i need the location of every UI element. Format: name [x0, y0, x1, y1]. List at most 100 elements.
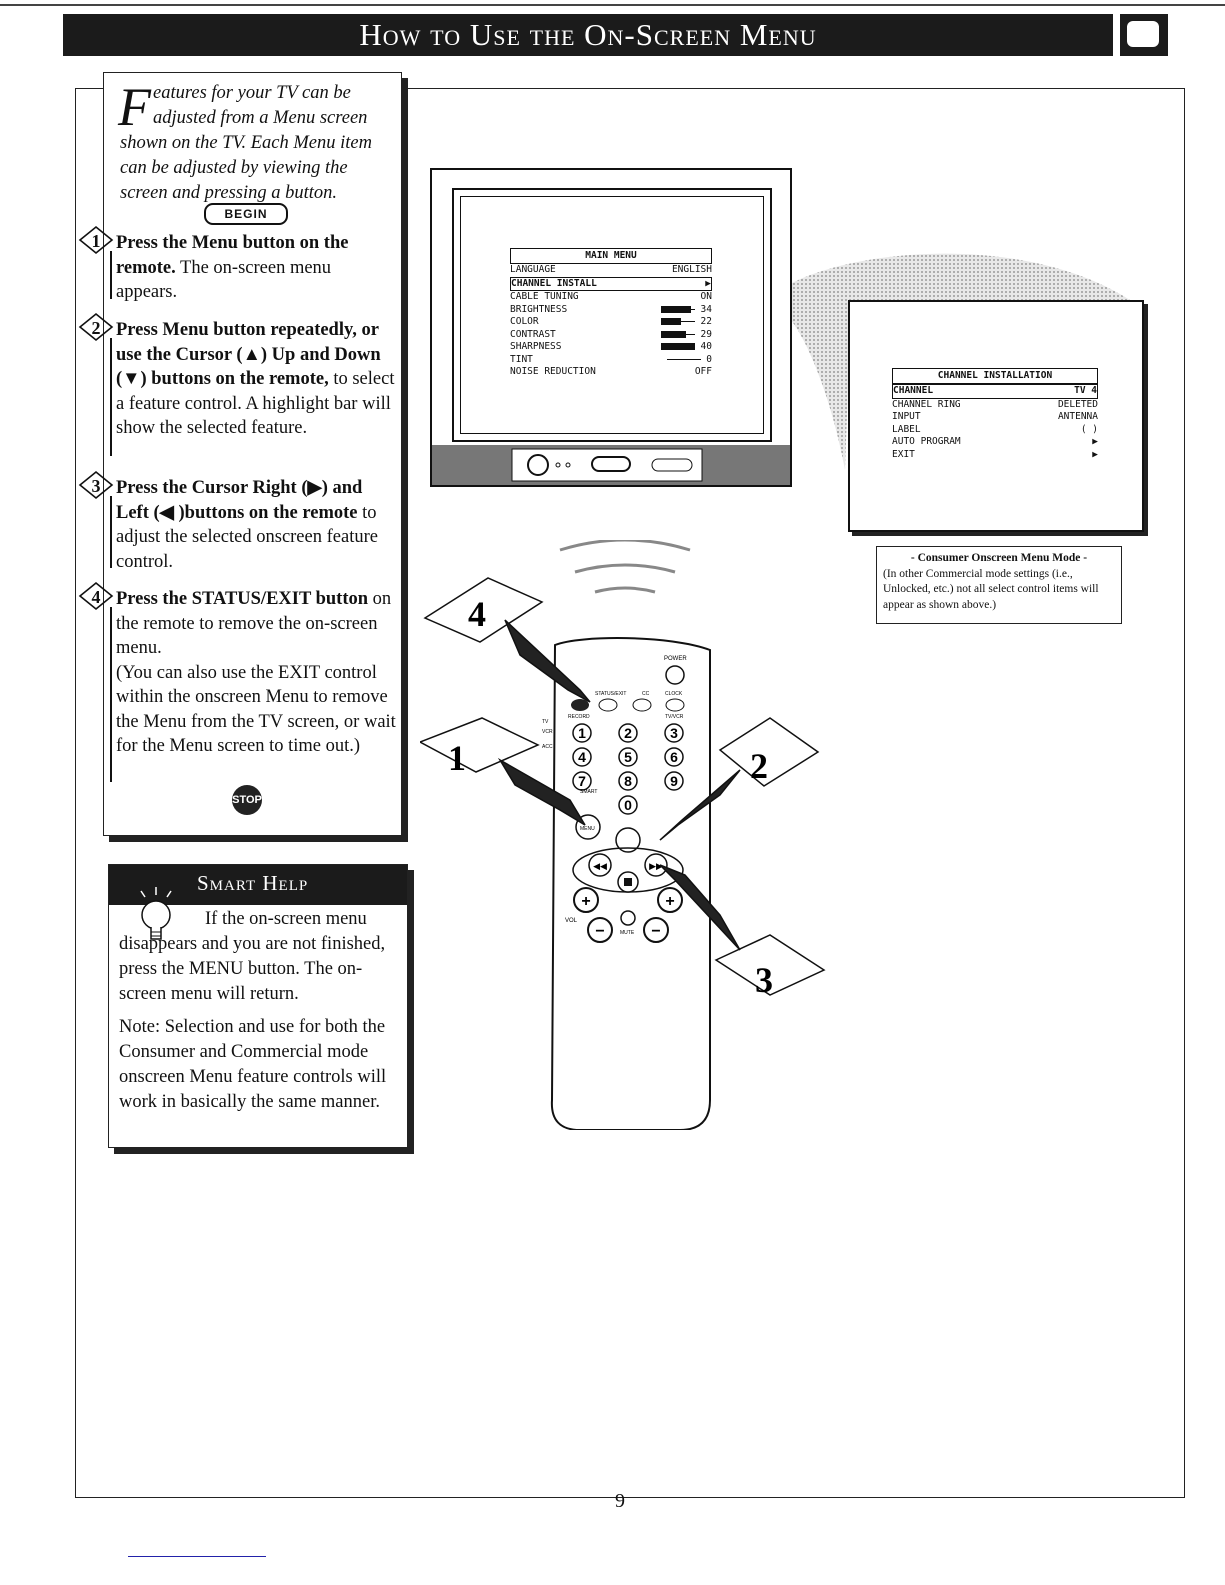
intro-paragraph: eatures for your TV can be adjusted from… — [120, 83, 372, 203]
step-1-text: The on-screen menu appears. — [116, 257, 332, 303]
begin-badge: BEGIN — [204, 203, 288, 225]
step-2-text: to select a feature control. A highlight… — [116, 369, 395, 438]
svg-text:2: 2 — [750, 746, 768, 786]
channel-menu-title: CHANNEL INSTALLATION — [892, 368, 1098, 384]
step-2-bold: Press Menu button repeatedly, or use the… — [116, 320, 381, 389]
page-title-bar: How to Use the On-Screen Menu — [63, 14, 1113, 56]
menu-row-contrast: CONTRAST 29 — [510, 328, 712, 340]
smart-help-note: Note: Selection and use for both the Con… — [119, 1017, 387, 1112]
pointing-hand-icon — [504, 619, 591, 703]
step-4: 4 Press the STATUS/EXIT button on the re… — [78, 581, 396, 782]
svg-text:7: 7 — [578, 773, 586, 789]
smart-help-title: Smart Help — [197, 871, 309, 895]
cc-label: CC — [642, 691, 650, 697]
mute-button — [620, 910, 636, 926]
acc-label: ACC — [542, 744, 553, 750]
step-number-4: 4 — [78, 581, 114, 611]
svg-text:+: + — [665, 893, 674, 910]
tv-vcr-label: TV/VCR — [665, 714, 684, 720]
callout-1: 1 — [420, 717, 586, 826]
level-bar — [666, 355, 701, 363]
level-bar — [660, 330, 695, 338]
menu-row-brightness: BRIGHTNESS 34 — [510, 303, 712, 315]
pointing-hand-icon — [497, 757, 586, 826]
step-3-text: to adjust the selected onscreen feature … — [116, 502, 378, 572]
step-4-text: on the remote to remove the on-screen me… — [116, 589, 392, 658]
chmenu-row-label: LABEL( ) — [892, 423, 1098, 435]
smart-help-body: If the on-screen menu disappears and you… — [119, 907, 401, 1123]
smart-help-box: Smart Help If the on-screen menu disappe… — [108, 864, 408, 1148]
step-3-bold: Press the Cursor Right (▶) and Left (◀ )… — [116, 478, 363, 523]
power-button — [665, 665, 685, 685]
page-number: 9 — [615, 1490, 625, 1512]
digit-keypad: 1 2 3 4 5 6 7 8 9 0 — [572, 723, 684, 815]
vol-label: VOL — [565, 918, 578, 924]
power-label: POWER — [664, 656, 687, 662]
smart-label: SMART — [580, 789, 597, 795]
chmenu-row-exit: EXIT▶ — [892, 448, 1098, 460]
svg-text:3: 3 — [670, 725, 678, 741]
smart-help-header: Smart Help — [109, 865, 407, 905]
svg-text:−: − — [651, 923, 660, 940]
step-1: 1 Press the Menu button on the remote. T… — [78, 225, 396, 305]
top-rule — [0, 4, 1225, 6]
svg-text:◀◀: ◀◀ — [593, 861, 607, 871]
mute-label: MUTE — [620, 930, 635, 936]
tv-screen — [460, 196, 764, 434]
step-4-note: (You can also use the EXIT control withi… — [116, 662, 396, 757]
level-bar — [660, 305, 695, 313]
chmenu-row-auto-program: AUTO PROGRAM▶ — [892, 436, 1098, 447]
step-4-bold: Press the STATUS/EXIT button — [116, 589, 369, 609]
main-menu-title: MAIN MENU — [510, 248, 712, 264]
svg-text:4: 4 — [468, 594, 486, 634]
svg-text:1: 1 — [578, 725, 586, 741]
consumer-mode-caption: - Consumer Onscreen Menu Mode - (In othe… — [876, 546, 1122, 624]
svg-text:8: 8 — [624, 773, 632, 789]
remote-control-illustration: POWER STATUS/EXIT CC CLOCK RECORD TV/VCR… — [420, 540, 826, 1130]
pointing-hand-icon — [659, 864, 741, 951]
svg-text:1: 1 — [448, 738, 466, 778]
cc-button — [632, 698, 652, 712]
page-title: How to Use the On-Screen Menu — [359, 17, 817, 52]
fast-forward-button — [644, 853, 668, 877]
cursor-up-button — [615, 827, 641, 853]
svg-text:5: 5 — [624, 749, 632, 765]
step-number-2: 2 — [78, 312, 114, 342]
pointing-hand-icon — [659, 769, 741, 841]
menu-row-color: COLOR 22 — [510, 316, 712, 327]
callout-2: 2 — [659, 717, 820, 841]
status-exit-button — [598, 698, 618, 712]
content-frame — [75, 88, 1185, 1498]
clock-label: CLOCK — [665, 691, 683, 697]
vcr-label: VCR — [542, 729, 553, 735]
step-2: 2 Press Menu button repeatedly, or use t… — [78, 312, 396, 456]
menu-row-tint: TINT 0 — [510, 353, 712, 365]
step-1-bold: Press the Menu button on the remote. — [116, 233, 349, 278]
tv-icon — [1120, 14, 1168, 56]
smart-help-text: If the on-screen menu disappears and you… — [119, 909, 386, 1004]
record-button — [571, 699, 589, 711]
callout-3: 3 — [659, 864, 826, 1000]
caption-title: - Consumer Onscreen Menu Mode - — [910, 552, 1088, 564]
svg-text:3: 3 — [755, 960, 773, 1000]
svg-text:▶▶: ▶▶ — [649, 861, 663, 871]
svg-text:9: 9 — [670, 773, 678, 789]
footer-underline — [128, 1556, 266, 1557]
svg-text:0: 0 — [624, 797, 632, 813]
svg-text:6: 6 — [670, 749, 678, 765]
menu-label: MENU — [580, 826, 595, 832]
svg-text:2: 2 — [624, 725, 632, 741]
volume-up-button — [573, 887, 599, 913]
menu-row-channel-install: CHANNEL INSTALL▶ — [510, 276, 712, 291]
volume-down-button — [587, 917, 613, 943]
status-exit-label: STATUS/EXIT — [595, 691, 626, 697]
channel-up-button — [657, 887, 683, 913]
step-number-3: 3 — [78, 470, 114, 500]
